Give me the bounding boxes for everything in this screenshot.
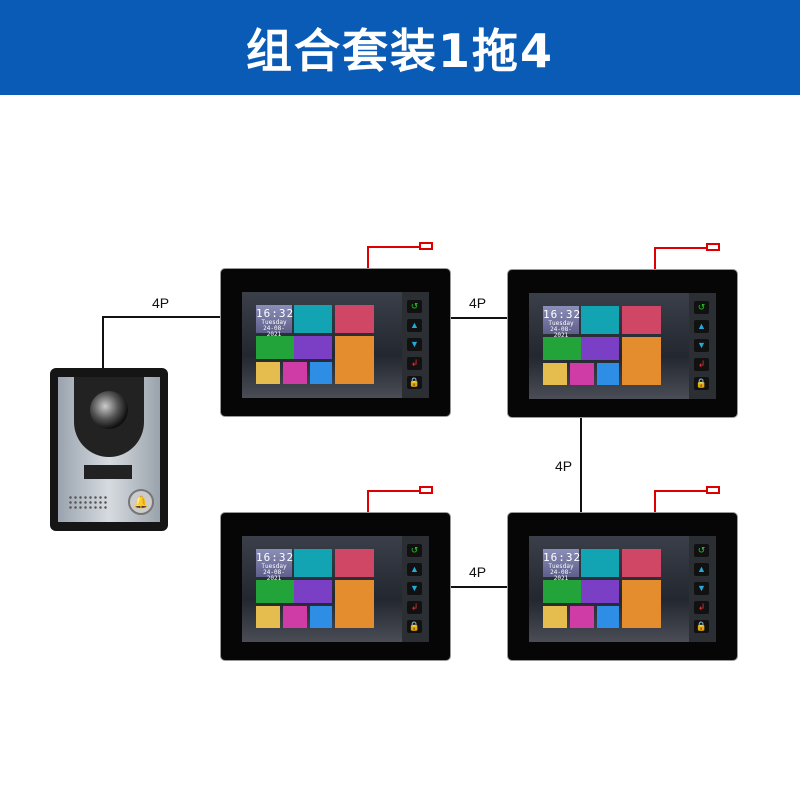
door-station: 🔔	[50, 368, 168, 531]
back-icon[interactable]: ↺	[407, 300, 422, 313]
menu-tile[interactable]	[543, 606, 567, 628]
ir-led-strip	[84, 465, 132, 479]
menu-tile[interactable]	[622, 306, 661, 334]
power-cord	[367, 490, 419, 492]
power-cord	[367, 246, 369, 268]
menu-tile[interactable]	[310, 606, 332, 628]
menu-tile[interactable]	[283, 362, 307, 384]
enter-icon[interactable]: ↲	[407, 357, 422, 370]
menu-tile[interactable]	[622, 549, 661, 577]
button-panel: ↺ ▲ ▼ ↲ 🔒	[689, 536, 716, 642]
down-arrow-icon[interactable]: ▼	[694, 582, 709, 595]
menu-tile[interactable]	[570, 363, 594, 385]
doorbell-button[interactable]: 🔔	[128, 489, 154, 515]
menu-tile[interactable]	[570, 606, 594, 628]
menu-tile[interactable]	[581, 549, 619, 577]
menu-tile[interactable]	[543, 363, 567, 385]
menu-tile[interactable]	[581, 306, 619, 334]
button-panel: ↺ ▲ ▼ ↲ 🔒	[689, 293, 716, 399]
cable-label: 4P	[152, 295, 170, 311]
down-arrow-icon[interactable]: ▼	[694, 339, 709, 352]
unlock-icon[interactable]: 🔒	[407, 620, 422, 633]
cable-label: 4P	[555, 458, 573, 474]
menu-tile[interactable]	[581, 337, 619, 360]
enter-icon[interactable]: ↲	[694, 358, 709, 371]
page-title: 组合套装1拖4	[245, 23, 554, 78]
cable-label: 4P	[469, 564, 487, 580]
power-plug-icon	[419, 486, 433, 494]
up-arrow-icon[interactable]: ▲	[407, 319, 422, 332]
unlock-icon[interactable]: 🔒	[407, 376, 422, 389]
menu-tile[interactable]	[256, 606, 280, 628]
menu-tile[interactable]	[581, 580, 619, 603]
button-panel: ↺ ▲ ▼ ↲ 🔒	[402, 292, 429, 398]
menu-tile[interactable]	[622, 337, 661, 385]
back-icon[interactable]: ↺	[694, 544, 709, 557]
cable	[450, 586, 508, 588]
power-cord	[367, 246, 419, 248]
menu-tile[interactable]	[294, 549, 332, 577]
down-arrow-icon[interactable]: ▼	[407, 338, 422, 351]
up-arrow-icon[interactable]: ▲	[694, 563, 709, 576]
up-arrow-icon[interactable]: ▲	[694, 320, 709, 333]
power-plug-icon	[419, 242, 433, 250]
camera-lens-icon	[90, 391, 128, 429]
camera-housing	[74, 377, 144, 457]
button-panel: ↺ ▲ ▼ ↲ 🔒	[402, 536, 429, 642]
up-arrow-icon[interactable]: ▲	[407, 563, 422, 576]
menu-tile[interactable]	[310, 362, 332, 384]
menu-tile[interactable]	[335, 580, 374, 628]
power-cord	[654, 490, 706, 492]
menu-tile[interactable]	[597, 363, 619, 385]
cable	[102, 316, 220, 318]
power-cord	[654, 247, 656, 269]
menu-tile[interactable]	[622, 580, 661, 628]
power-cord	[654, 247, 706, 249]
unlock-icon[interactable]: 🔒	[694, 620, 709, 633]
menu-tile[interactable]	[294, 336, 332, 359]
menu-tile[interactable]	[294, 580, 332, 603]
power-plug-icon	[706, 243, 720, 251]
enter-icon[interactable]: ↲	[694, 601, 709, 614]
menu-tile[interactable]	[283, 606, 307, 628]
power-plug-icon	[706, 486, 720, 494]
enter-icon[interactable]: ↲	[407, 601, 422, 614]
power-cord	[654, 490, 656, 512]
menu-tile[interactable]	[335, 336, 374, 384]
header-banner: 组合套装1拖4	[0, 0, 800, 95]
unlock-icon[interactable]: 🔒	[694, 377, 709, 390]
menu-tile[interactable]	[597, 606, 619, 628]
menu-tile[interactable]	[335, 549, 374, 577]
cable	[102, 316, 104, 368]
cable	[580, 417, 582, 513]
back-icon[interactable]: ↺	[694, 301, 709, 314]
menu-tile[interactable]	[294, 305, 332, 333]
down-arrow-icon[interactable]: ▼	[407, 582, 422, 595]
cable	[450, 317, 508, 319]
cable-label: 4P	[469, 295, 487, 311]
menu-tile[interactable]	[256, 362, 280, 384]
menu-tile[interactable]	[335, 305, 374, 333]
power-cord	[367, 490, 369, 512]
back-icon[interactable]: ↺	[407, 544, 422, 557]
speaker-grille-icon	[68, 495, 108, 511]
